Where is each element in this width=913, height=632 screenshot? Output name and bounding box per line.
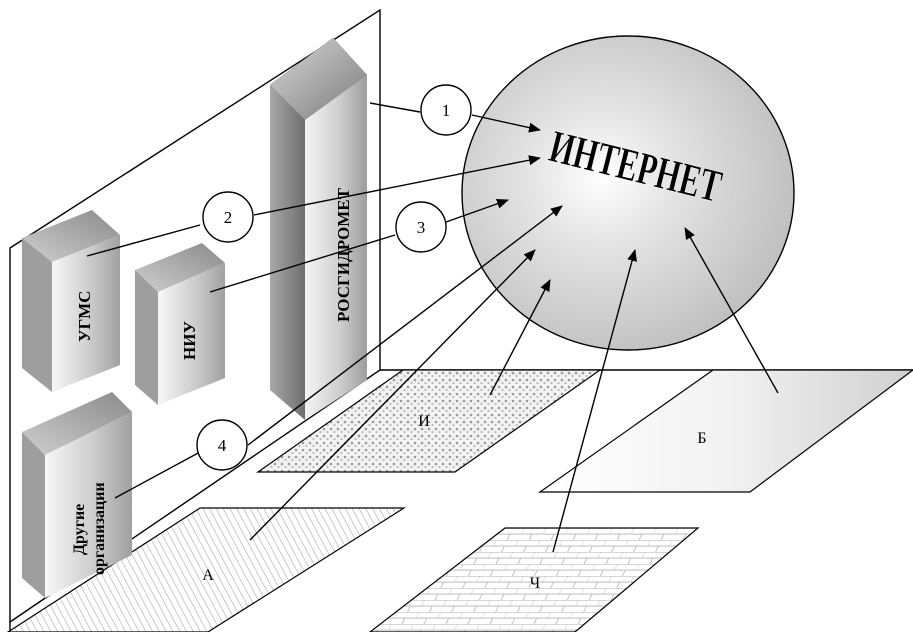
area-a-plane <box>6 507 407 632</box>
connector-1: 1 <box>420 84 472 136</box>
other-organizations-label-line2: организации <box>91 482 108 575</box>
area-i-label: И <box>418 413 430 430</box>
connector-4-label: 4 <box>218 436 227 455</box>
other-organizations-label-line1: Другие <box>71 504 88 555</box>
niu-label: НИУ <box>180 321 199 360</box>
other-organizations-block <box>22 392 132 598</box>
niu-block <box>135 243 225 405</box>
connector-2: 2 <box>202 191 254 243</box>
area-b-plane <box>538 369 913 493</box>
internet-sphere <box>461 35 795 351</box>
organization-connectors <box>86 102 421 499</box>
connector-3-label: 3 <box>417 218 426 237</box>
connector-4: 4 <box>196 419 248 471</box>
connector-1-label: 1 <box>442 101 451 120</box>
connector-2-label: 2 <box>224 208 233 227</box>
area-a-label: А <box>202 567 214 584</box>
internet-arrows <box>247 114 779 553</box>
area-ch-plane <box>369 527 700 632</box>
rosgidromet-block <box>269 37 368 420</box>
area-ch-label: Ч <box>530 575 540 592</box>
area-i-plane <box>256 369 602 473</box>
rosgidromet-label: РОСГИДРОМЕТ <box>334 187 353 322</box>
area-b-label: Б <box>697 430 706 447</box>
ugms-block <box>22 210 120 392</box>
ugms-label: УГМС <box>75 291 94 342</box>
connector-3: 3 <box>395 201 447 253</box>
